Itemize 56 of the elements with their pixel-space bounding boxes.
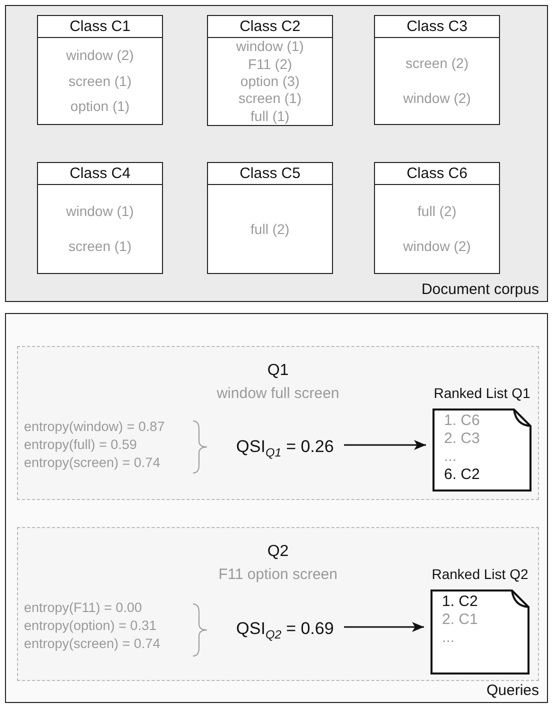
entropy-value: entropy(screen) = 0.74 xyxy=(24,454,160,471)
term-count: full (1) xyxy=(250,108,290,125)
term-count: option (1) xyxy=(70,98,130,116)
arrow xyxy=(344,440,426,450)
term-count: option (3) xyxy=(240,72,300,90)
query-group xyxy=(17,346,539,500)
term-count: screen (1) xyxy=(238,90,302,108)
list-item: 2. C1 xyxy=(442,611,478,629)
term-count: window (1) xyxy=(66,203,134,220)
term-count: full (2) xyxy=(250,220,290,238)
list-title: Ranked List Q2 xyxy=(430,565,530,583)
term-count: screen (2) xyxy=(405,55,469,72)
class-box xyxy=(37,15,163,125)
score-formula: QSI$_{Q2}$ = 0.69 xyxy=(235,618,335,644)
class-box xyxy=(207,15,333,126)
class-box xyxy=(374,162,500,274)
entropy-value: entropy(option) = 0.31 xyxy=(24,617,156,634)
class-title: Class C5 xyxy=(208,163,332,185)
list-item: 1. C6 xyxy=(444,412,480,430)
list-item: 1. C2 xyxy=(442,593,478,611)
entropy-value: entropy(window) = 0.87 xyxy=(24,418,165,435)
term-count: screen (1) xyxy=(68,238,132,255)
term-count: window (2) xyxy=(403,238,471,255)
arrow xyxy=(344,622,424,632)
term-count: window (2) xyxy=(66,46,134,64)
corpus-panel xyxy=(5,5,548,302)
class-title: Class C3 xyxy=(375,16,499,38)
term-count: window (1) xyxy=(236,38,304,56)
query-terms: F11 option screen xyxy=(218,566,338,583)
query-group xyxy=(17,527,539,681)
class-box xyxy=(37,162,163,274)
class-title: Class C1 xyxy=(38,16,162,38)
term-count: full (2) xyxy=(418,203,456,220)
class-box xyxy=(207,162,333,274)
list-item: 2. C3 xyxy=(444,430,480,448)
list-item: ... xyxy=(444,448,457,466)
entropy-value: entropy(screen) = 0.74 xyxy=(24,635,160,652)
query-terms: window full screen xyxy=(216,385,340,402)
list-item: 6. C2 xyxy=(444,466,480,484)
entropy-value: entropy(F11) = 0.00 xyxy=(24,599,142,616)
query-title: Q2 xyxy=(267,543,289,561)
class-title: Class C2 xyxy=(208,16,332,38)
score-formula: QSI$_{Q1}$ = 0.26 xyxy=(235,436,335,462)
term-count: F11 (2) xyxy=(248,56,292,73)
list-title: Ranked List Q1 xyxy=(432,384,532,402)
class-box xyxy=(374,15,500,125)
queries-panel xyxy=(5,313,548,703)
entropy-value: entropy(full) = 0.59 xyxy=(24,436,137,453)
panel-label: Queries xyxy=(486,682,539,699)
class-title: Class C4 xyxy=(38,163,162,185)
list-item: ... xyxy=(442,629,455,647)
term-count: window (2) xyxy=(403,90,471,107)
term-count: screen (1) xyxy=(68,72,132,90)
panel-label: Document corpus xyxy=(421,281,539,298)
class-title: Class C6 xyxy=(375,163,499,185)
query-title: Q1 xyxy=(267,362,289,380)
